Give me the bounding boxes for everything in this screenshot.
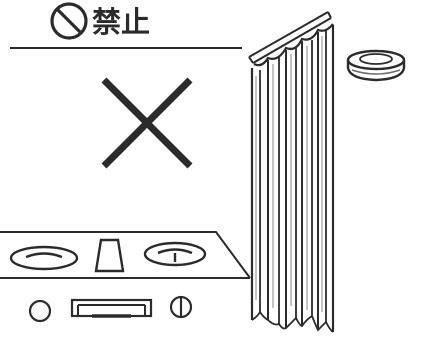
curtain-icon bbox=[249, 12, 333, 332]
prohibited-label: 禁止 bbox=[92, 5, 150, 39]
left-knob-icon bbox=[30, 301, 50, 321]
grill-opening bbox=[96, 240, 123, 271]
left-burner-icon bbox=[11, 247, 77, 269]
gas-stove-icon bbox=[0, 232, 250, 322]
right-burner-icon bbox=[145, 243, 205, 265]
cross-mark-icon bbox=[104, 80, 190, 166]
prohibited-icon bbox=[52, 4, 86, 38]
smoke-detector-icon bbox=[348, 51, 404, 80]
grill-handle-icon bbox=[72, 300, 151, 316]
right-knob-icon bbox=[171, 297, 191, 317]
